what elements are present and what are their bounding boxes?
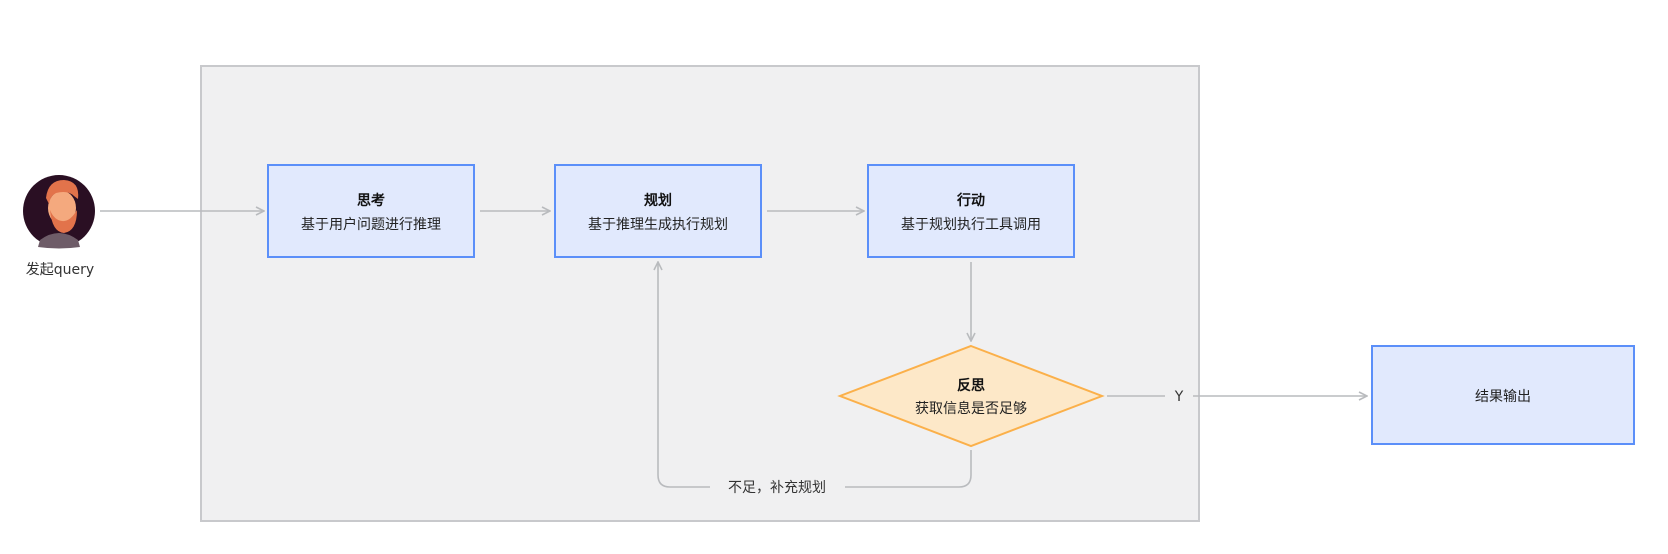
edge-yes-label: Y	[1174, 389, 1184, 405]
node-output-title: 结果输出	[1475, 389, 1531, 405]
node-act-title: 行动	[956, 192, 985, 209]
node-reflect: 反思 获取信息是否足够	[837, 344, 1105, 448]
node-plan: 规划 基于推理生成执行规划	[554, 164, 762, 258]
node-reflect-subtitle: 获取信息是否足够	[915, 400, 1027, 417]
user-avatar-icon	[23, 175, 95, 249]
node-plan-title: 规划	[644, 192, 672, 209]
node-think-subtitle: 基于用户问题进行推理	[301, 216, 441, 233]
node-think-title: 思考	[357, 192, 385, 209]
edge-insufficient-label: 不足，补充规划	[728, 480, 826, 496]
node-plan-subtitle: 基于推理生成执行规划	[588, 216, 728, 233]
node-output: 结果输出	[1371, 345, 1635, 445]
user-label: 发起query	[26, 262, 94, 278]
node-act: 行动 基于规划执行工具调用	[867, 164, 1075, 258]
node-act-subtitle: 基于规划执行工具调用	[901, 216, 1041, 233]
node-think: 思考 基于用户问题进行推理	[267, 164, 475, 258]
agent-loop-container	[200, 65, 1200, 522]
edge-reflect-to-plan-a	[845, 450, 972, 488]
node-reflect-title: 反思	[957, 377, 985, 394]
edge-reflect-to-plan-b	[658, 262, 710, 488]
